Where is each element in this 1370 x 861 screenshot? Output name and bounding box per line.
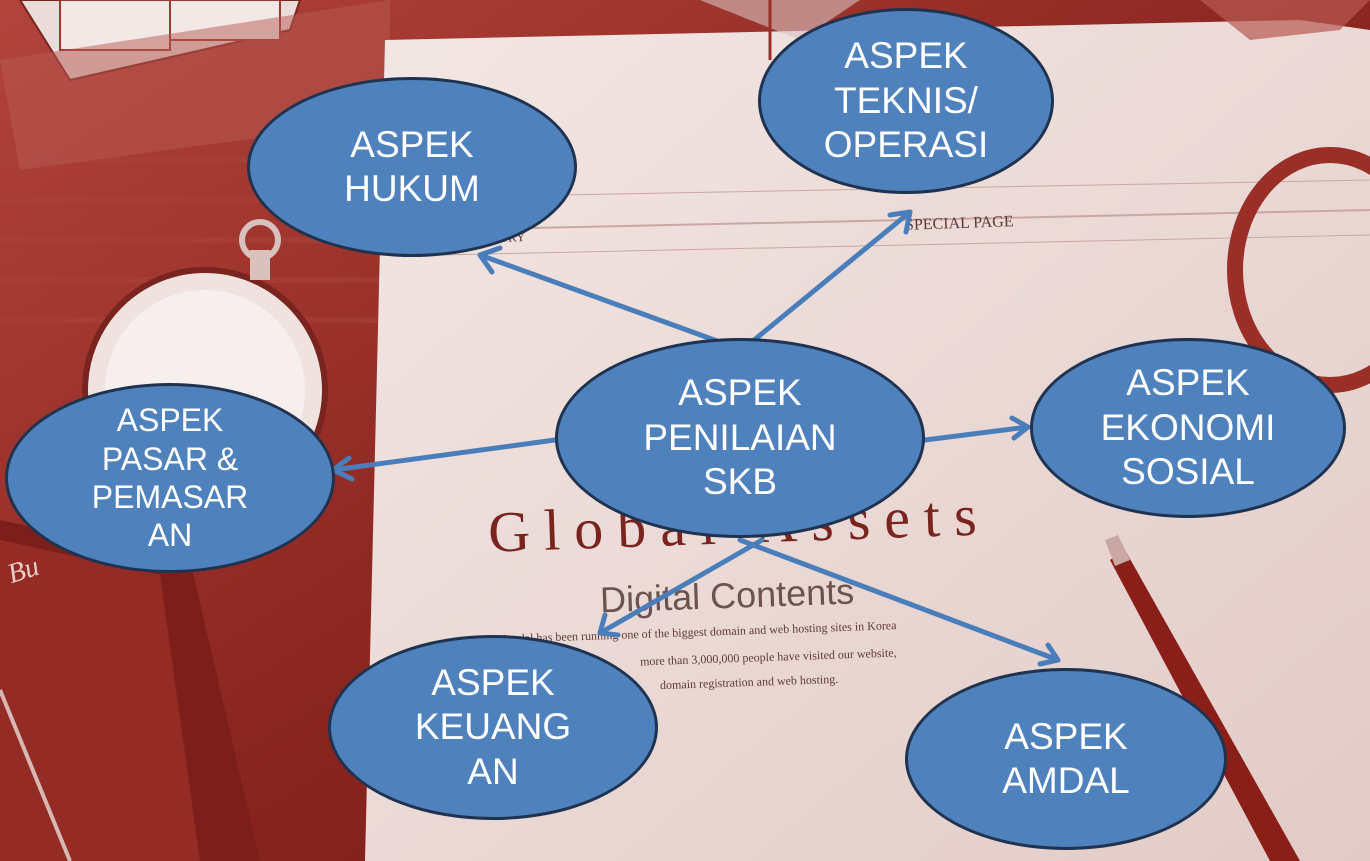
node-label-ekonomi: ASPEK EKONOMI SOSIAL <box>1100 362 1276 493</box>
pen-image <box>1105 535 1300 861</box>
node-aspek-pasar: ASPEK PASAR & PEMASAR AN <box>5 383 335 573</box>
keyboard-image <box>0 0 390 170</box>
node-label-hukum: ASPEK HUKUM <box>344 123 480 209</box>
node-aspek-amdal: ASPEK AMDAL <box>905 668 1227 850</box>
node-aspek-teknis: ASPEK TEKNIS/ OPERASI <box>758 8 1054 194</box>
node-label-amdal: ASPEK AMDAL <box>1002 715 1130 801</box>
node-label-pasar: ASPEK PASAR & PEMASAR AN <box>91 402 249 554</box>
arrow-to-hukum <box>477 245 745 353</box>
node-label-keuangan: ASPEK KEUANG AN <box>414 661 572 792</box>
arrow-to-keuangan <box>597 537 765 638</box>
node-label-teknis: ASPEK TEKNIS/ OPERASI <box>823 35 989 166</box>
node-aspek-keuangan: ASPEK KEUANG AN <box>328 635 658 820</box>
arrow-to-teknis <box>739 209 913 353</box>
arrow-to-amdal <box>737 537 1061 667</box>
node-label-center: ASPEK PENILAIAN SKB <box>643 372 837 503</box>
node-aspek-penilaian-skb: ASPEK PENILAIAN SKB <box>555 338 925 538</box>
node-aspek-hukum: ASPEK HUKUM <box>247 77 577 257</box>
arrow-to-pasar <box>330 437 558 482</box>
magnifier-image <box>1227 147 1370 393</box>
desk-object <box>700 0 1370 60</box>
node-aspek-ekonomi: ASPEK EKONOMI SOSIAL <box>1030 338 1346 518</box>
book-image <box>0 520 260 861</box>
arrow-to-ekonomi <box>922 415 1031 443</box>
